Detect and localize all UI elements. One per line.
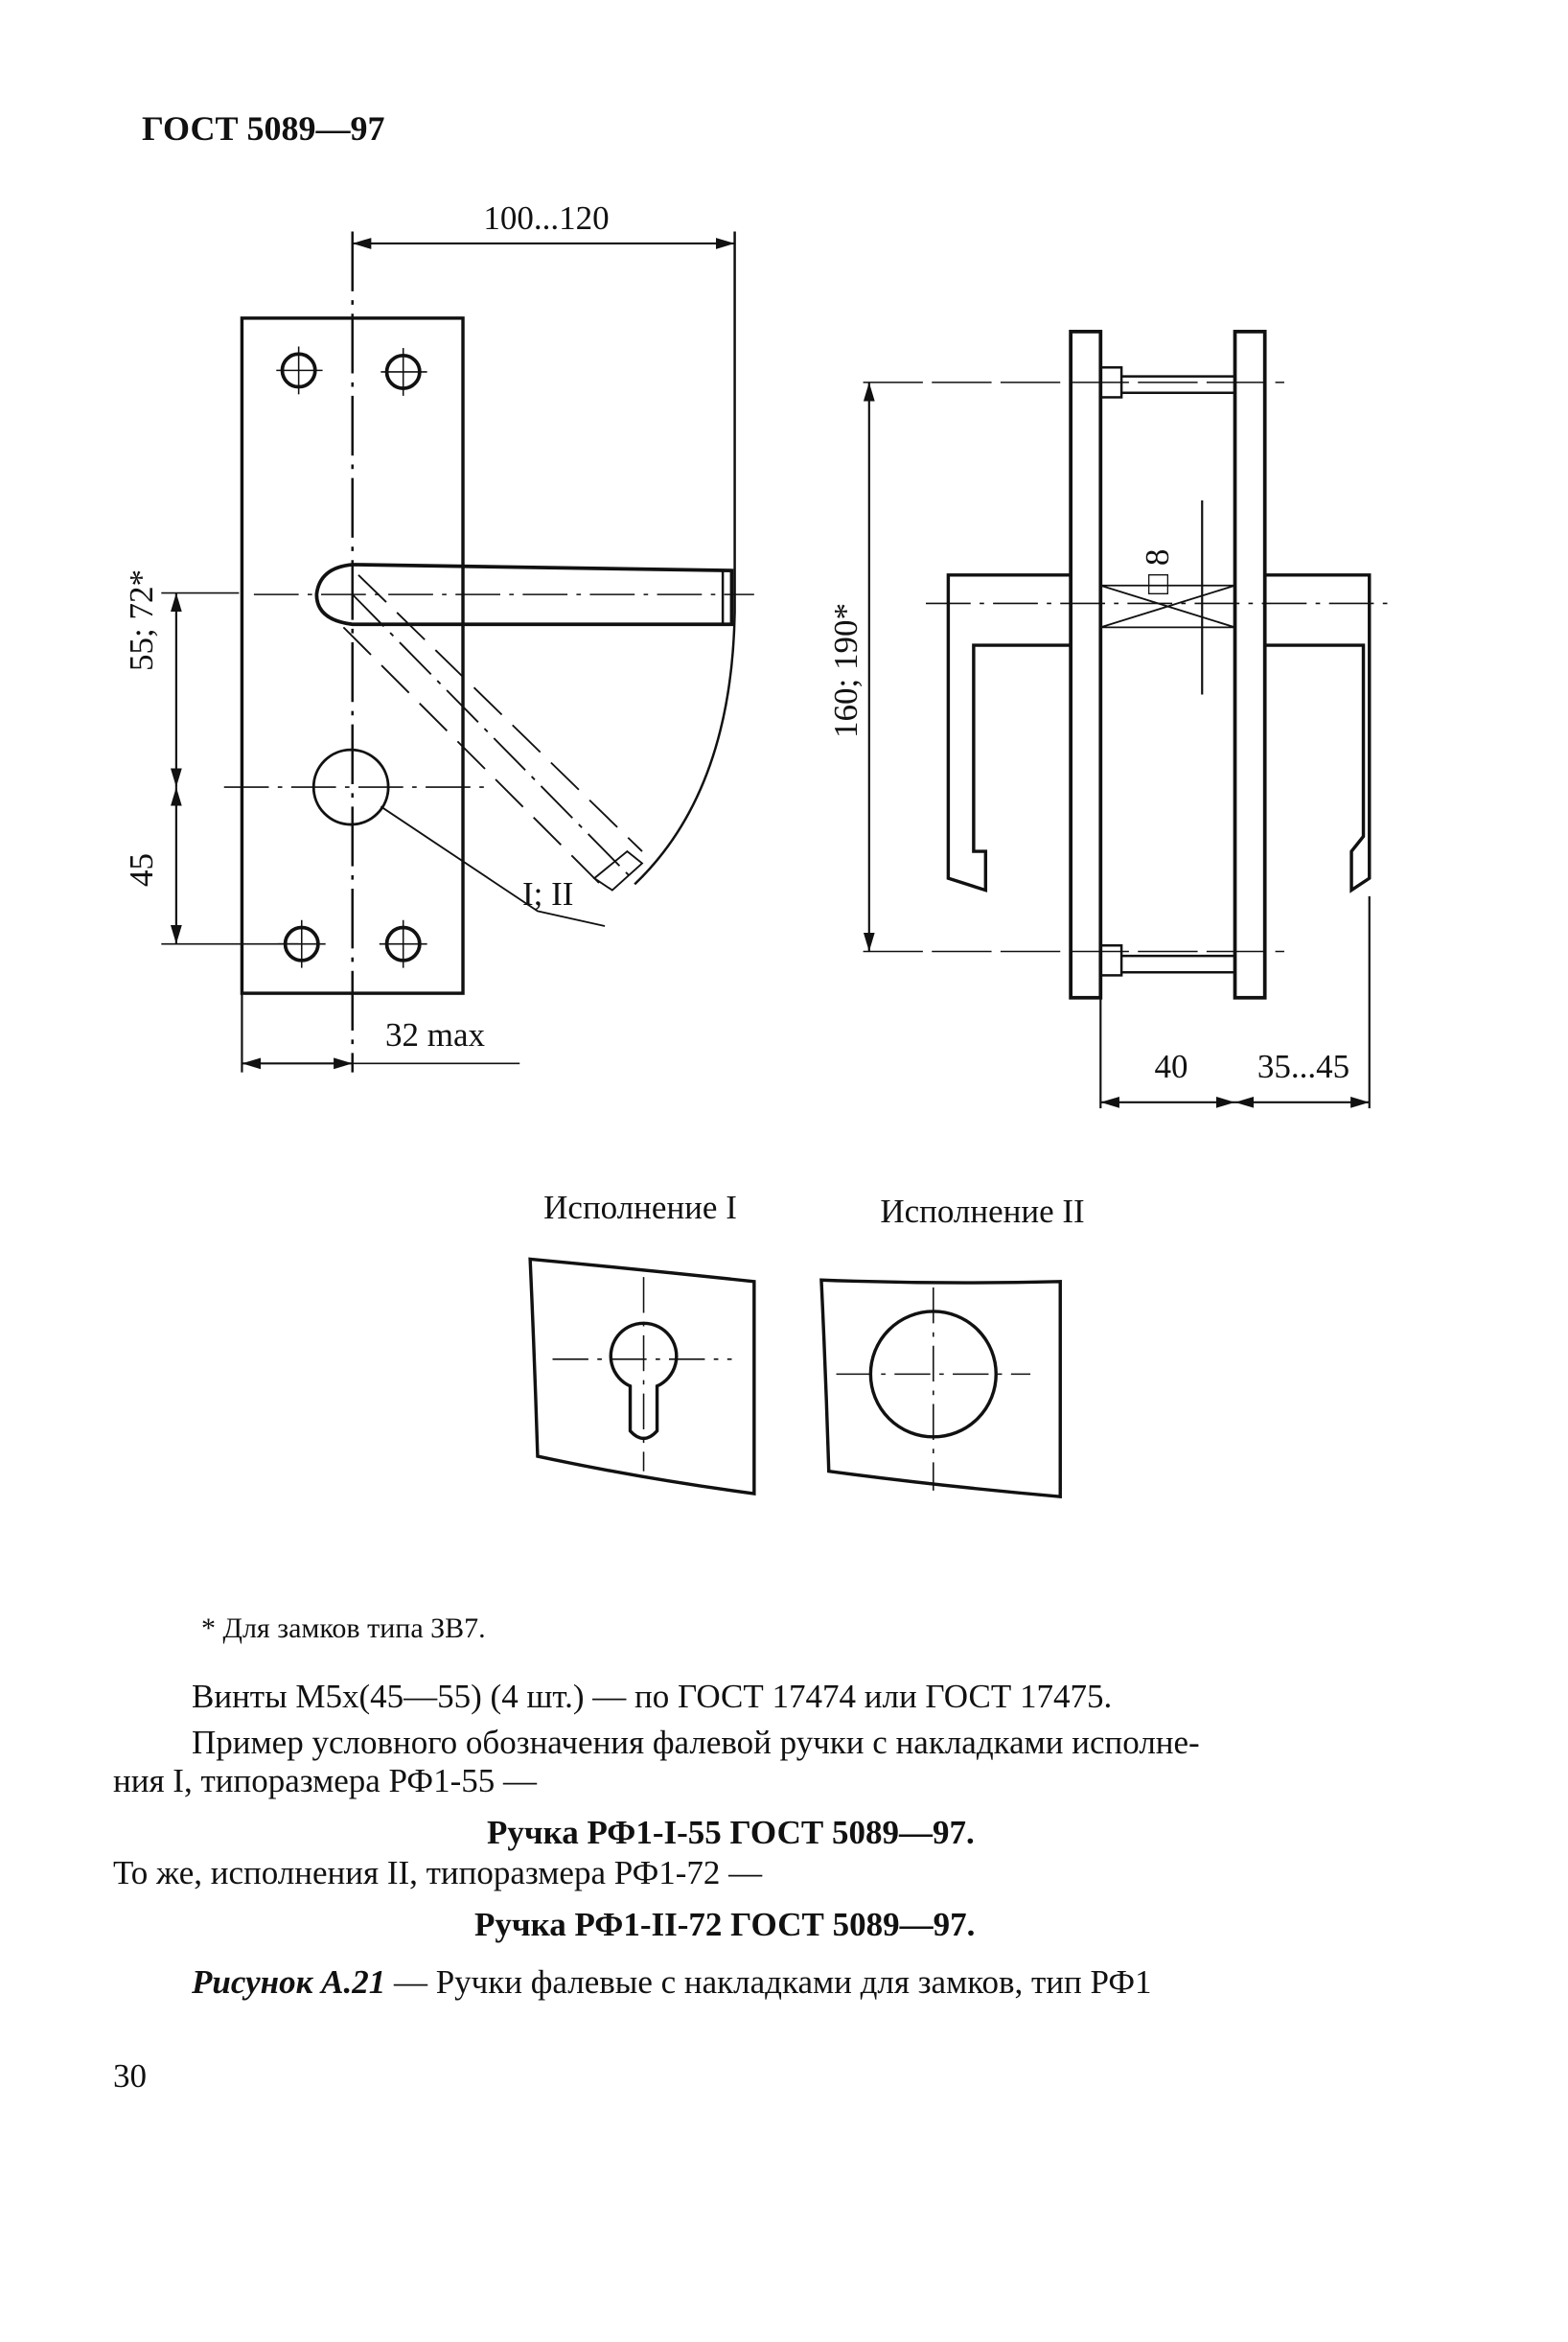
variant-II-drawing [819, 1278, 1062, 1499]
handle-rotated-outline [342, 574, 644, 892]
variant-II-label: Исполнение II [880, 1193, 1085, 1230]
inner-plate [1233, 330, 1267, 1000]
caption-text: — Ручки фалевые с накладками для замков,… [385, 1963, 1152, 2001]
dim-label-square-8: □ 8 [1139, 548, 1176, 594]
dim-label-55-72: 55; 72* [123, 569, 160, 671]
outer-plate [1069, 330, 1103, 1000]
inner-lever [1264, 573, 1372, 893]
outer-lever [946, 573, 1072, 893]
leader-line [380, 805, 606, 927]
caption-label: Рисунок А.21 [192, 1963, 386, 2001]
page-number: 30 [113, 2057, 147, 2095]
dim-label-45: 45 [123, 853, 160, 887]
version-callout: I; II [522, 875, 574, 913]
designation-1: Ручка РФ1-I-55 ГОСТ 5089—97. [487, 1814, 975, 1851]
footnote: * Для замков типа ЗВ7. [201, 1612, 486, 1644]
example-line-2: ния I, типоразмера РФ1-55 — [113, 1762, 537, 1799]
euro-profile-cutout [609, 1321, 679, 1441]
side-view [863, 330, 1396, 1109]
front-view [161, 231, 754, 1073]
dim-label-40: 40 [1154, 1048, 1188, 1085]
doc-code-header: ГОСТ 5089—97 [142, 109, 385, 148]
dim-label-35-45: 35...45 [1257, 1048, 1350, 1085]
screws-note: Винты М5х(45—55) (4 шт.) — по ГОСТ 17474… [192, 1678, 1113, 1715]
dim-label-32-max: 32 max [385, 1016, 486, 1054]
spindle [1100, 584, 1235, 629]
variant-I-label: Исполнение I [543, 1189, 737, 1226]
figure-caption: Рисунок А.21 — Ручки фалевые с накладкам… [192, 1965, 1152, 1999]
example-line-1: Пример условного обозначения фалевой руч… [192, 1724, 1200, 1761]
dim-label-160-190: 160; 190* [827, 603, 865, 738]
same-line: То же, исполнения II, типоразмера РФ1-72… [113, 1854, 763, 1891]
designation-2: Ручка РФ1-II-72 ГОСТ 5089—97. [474, 1906, 976, 1943]
variant-I-drawing [528, 1257, 756, 1496]
lever-handle [314, 563, 734, 627]
dim-label-100-120: 100...120 [483, 199, 610, 237]
swing-arc [634, 231, 736, 886]
